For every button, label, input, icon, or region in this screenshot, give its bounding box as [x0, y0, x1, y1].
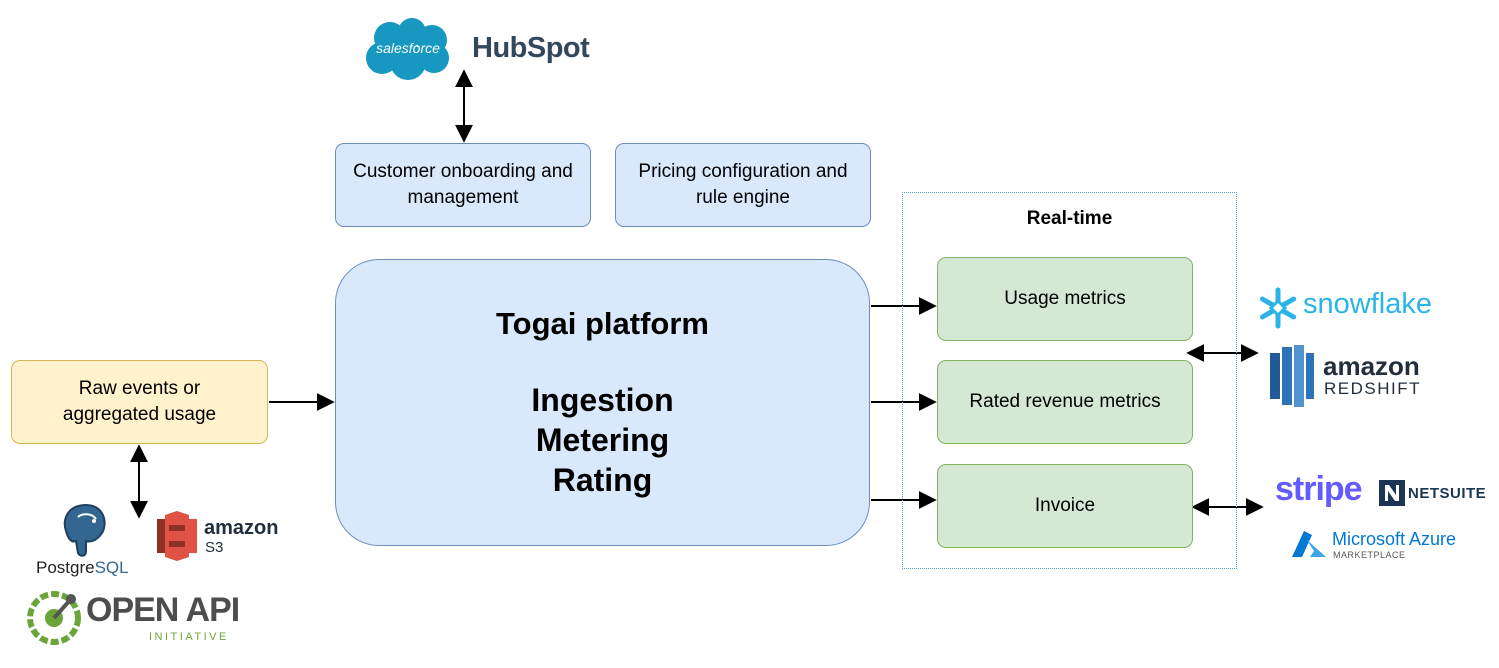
azure-marketplace-logo: Microsoft Azure MARKETPLACE — [1290, 529, 1460, 563]
salesforce-logo: salesforce — [360, 16, 456, 84]
platform-functions: Ingestion Metering Rating — [531, 382, 674, 498]
stripe-wordmark: stripe — [1275, 470, 1363, 508]
raw-events-box: Raw events or aggregated usage — [11, 360, 268, 444]
usage-metrics-box: Usage metrics — [937, 257, 1193, 341]
snowflake-logo: snowflake — [1257, 286, 1437, 330]
s3-bucket-icon — [157, 511, 197, 561]
hubspot-logo: HubSpot — [472, 32, 590, 65]
openapi-logo: OPEN API INITIATIVE — [27, 591, 247, 647]
openapi-icon — [27, 591, 81, 645]
salesforce-wordmark: salesforce — [376, 40, 440, 56]
netsuite-icon — [1379, 480, 1405, 506]
redshift-product: REDSHIFT — [1324, 379, 1421, 398]
realtime-group — [902, 192, 1237, 569]
pricing-config-box: Pricing configuration and rule engine — [615, 143, 871, 227]
openapi-wordmark: OPEN API — [86, 591, 240, 629]
customer-onboarding-box: Customer onboarding and management — [335, 143, 591, 227]
netsuite-logo: NETSUITE — [1379, 480, 1491, 508]
invoice-box: Invoice — [937, 464, 1193, 548]
snowflake-wordmark: snowflake — [1303, 288, 1432, 320]
amazon-s3-logo: amazon S3 — [157, 511, 282, 563]
openapi-sub: INITIATIVE — [149, 631, 229, 643]
netsuite-wordmark: NETSUITE — [1408, 485, 1487, 502]
stripe-logo: stripe — [1275, 470, 1363, 509]
platform-title: Togai platform — [496, 306, 709, 341]
azure-sub: MARKETPLACE — [1333, 550, 1406, 560]
azure-wordmark: Microsoft Azure — [1332, 529, 1457, 549]
postgres-wordmark-b: SQL — [94, 558, 129, 577]
postgres-wordmark-a: Postgre — [36, 558, 95, 577]
hubspot-wordmark: HubSpot — [472, 32, 590, 64]
azure-icon — [1292, 531, 1326, 557]
postgres-elephant-icon — [63, 503, 106, 557]
amazon-redshift-logo: amazon REDSHIFT — [1270, 345, 1440, 407]
realtime-label: Real-time — [1026, 208, 1113, 229]
redshift-icon — [1270, 345, 1314, 407]
redshift-brand: amazon — [1323, 351, 1420, 381]
s3-brand: amazon — [204, 517, 279, 539]
postgresql-logo: PostgreSQL — [36, 503, 148, 579]
s3-product: S3 — [205, 539, 224, 556]
rated-revenue-box: Rated revenue metrics — [937, 360, 1193, 444]
snowflake-icon — [1259, 287, 1297, 329]
togai-platform-box: Togai platform Ingestion Metering Rating — [335, 259, 870, 546]
